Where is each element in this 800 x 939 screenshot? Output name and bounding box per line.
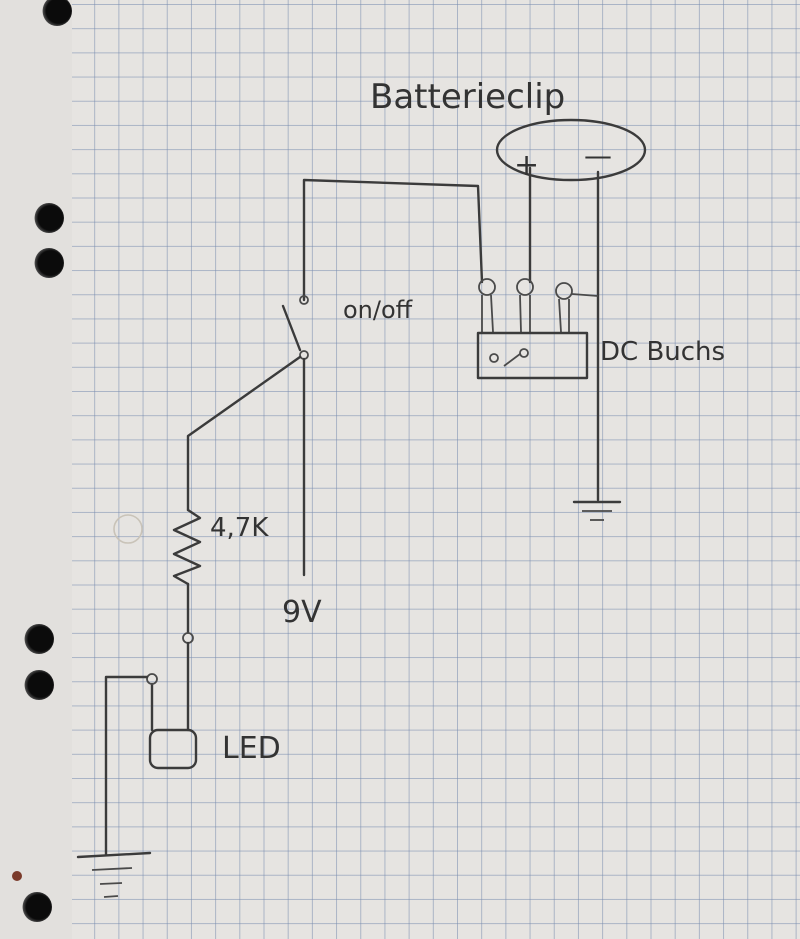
ground-symbol-right [572, 500, 622, 521]
battery-clip-outline [495, 118, 647, 182]
switch-lever [281, 304, 302, 352]
resistor-symbol [172, 508, 202, 586]
punch-hole-2 [34, 203, 64, 233]
voltage-label: 9V [282, 595, 322, 630]
switch-label: on/off [343, 296, 413, 324]
punch-hole-3 [34, 248, 64, 278]
switch-to-jack-wire [302, 178, 484, 302]
punch-hole-4 [24, 624, 54, 654]
battery-clip-label: Batterieclip [370, 77, 565, 117]
switch-to-resistor-wire [186, 355, 302, 512]
dc-jack-switch-arm [503, 353, 521, 367]
led-body [148, 728, 198, 770]
ground-symbol-left [76, 851, 152, 898]
led-label: LED [222, 731, 281, 766]
dc-jack-pins [478, 278, 599, 333]
led-anode-node [182, 632, 194, 644]
dc-jack-body [476, 331, 589, 380]
punch-hole-1 [42, 0, 72, 26]
battery-plus-sign: + [514, 148, 539, 183]
dc-jack-contact [519, 348, 529, 358]
faint-circle-mark [113, 514, 143, 544]
led-to-ground-wire [104, 675, 149, 857]
ink-stain [12, 871, 22, 881]
led-cathode-node [146, 673, 158, 685]
battery-minus-sign: — [584, 139, 612, 172]
dc-jack-label: DC Buchs [600, 337, 725, 367]
dc-jack-contact [489, 353, 499, 363]
switch-contact-top [299, 295, 309, 305]
punch-hole-6 [22, 892, 52, 922]
paper-margin [0, 0, 72, 939]
punch-hole-5 [24, 670, 54, 700]
resistor-label: 4,7K [210, 513, 269, 543]
